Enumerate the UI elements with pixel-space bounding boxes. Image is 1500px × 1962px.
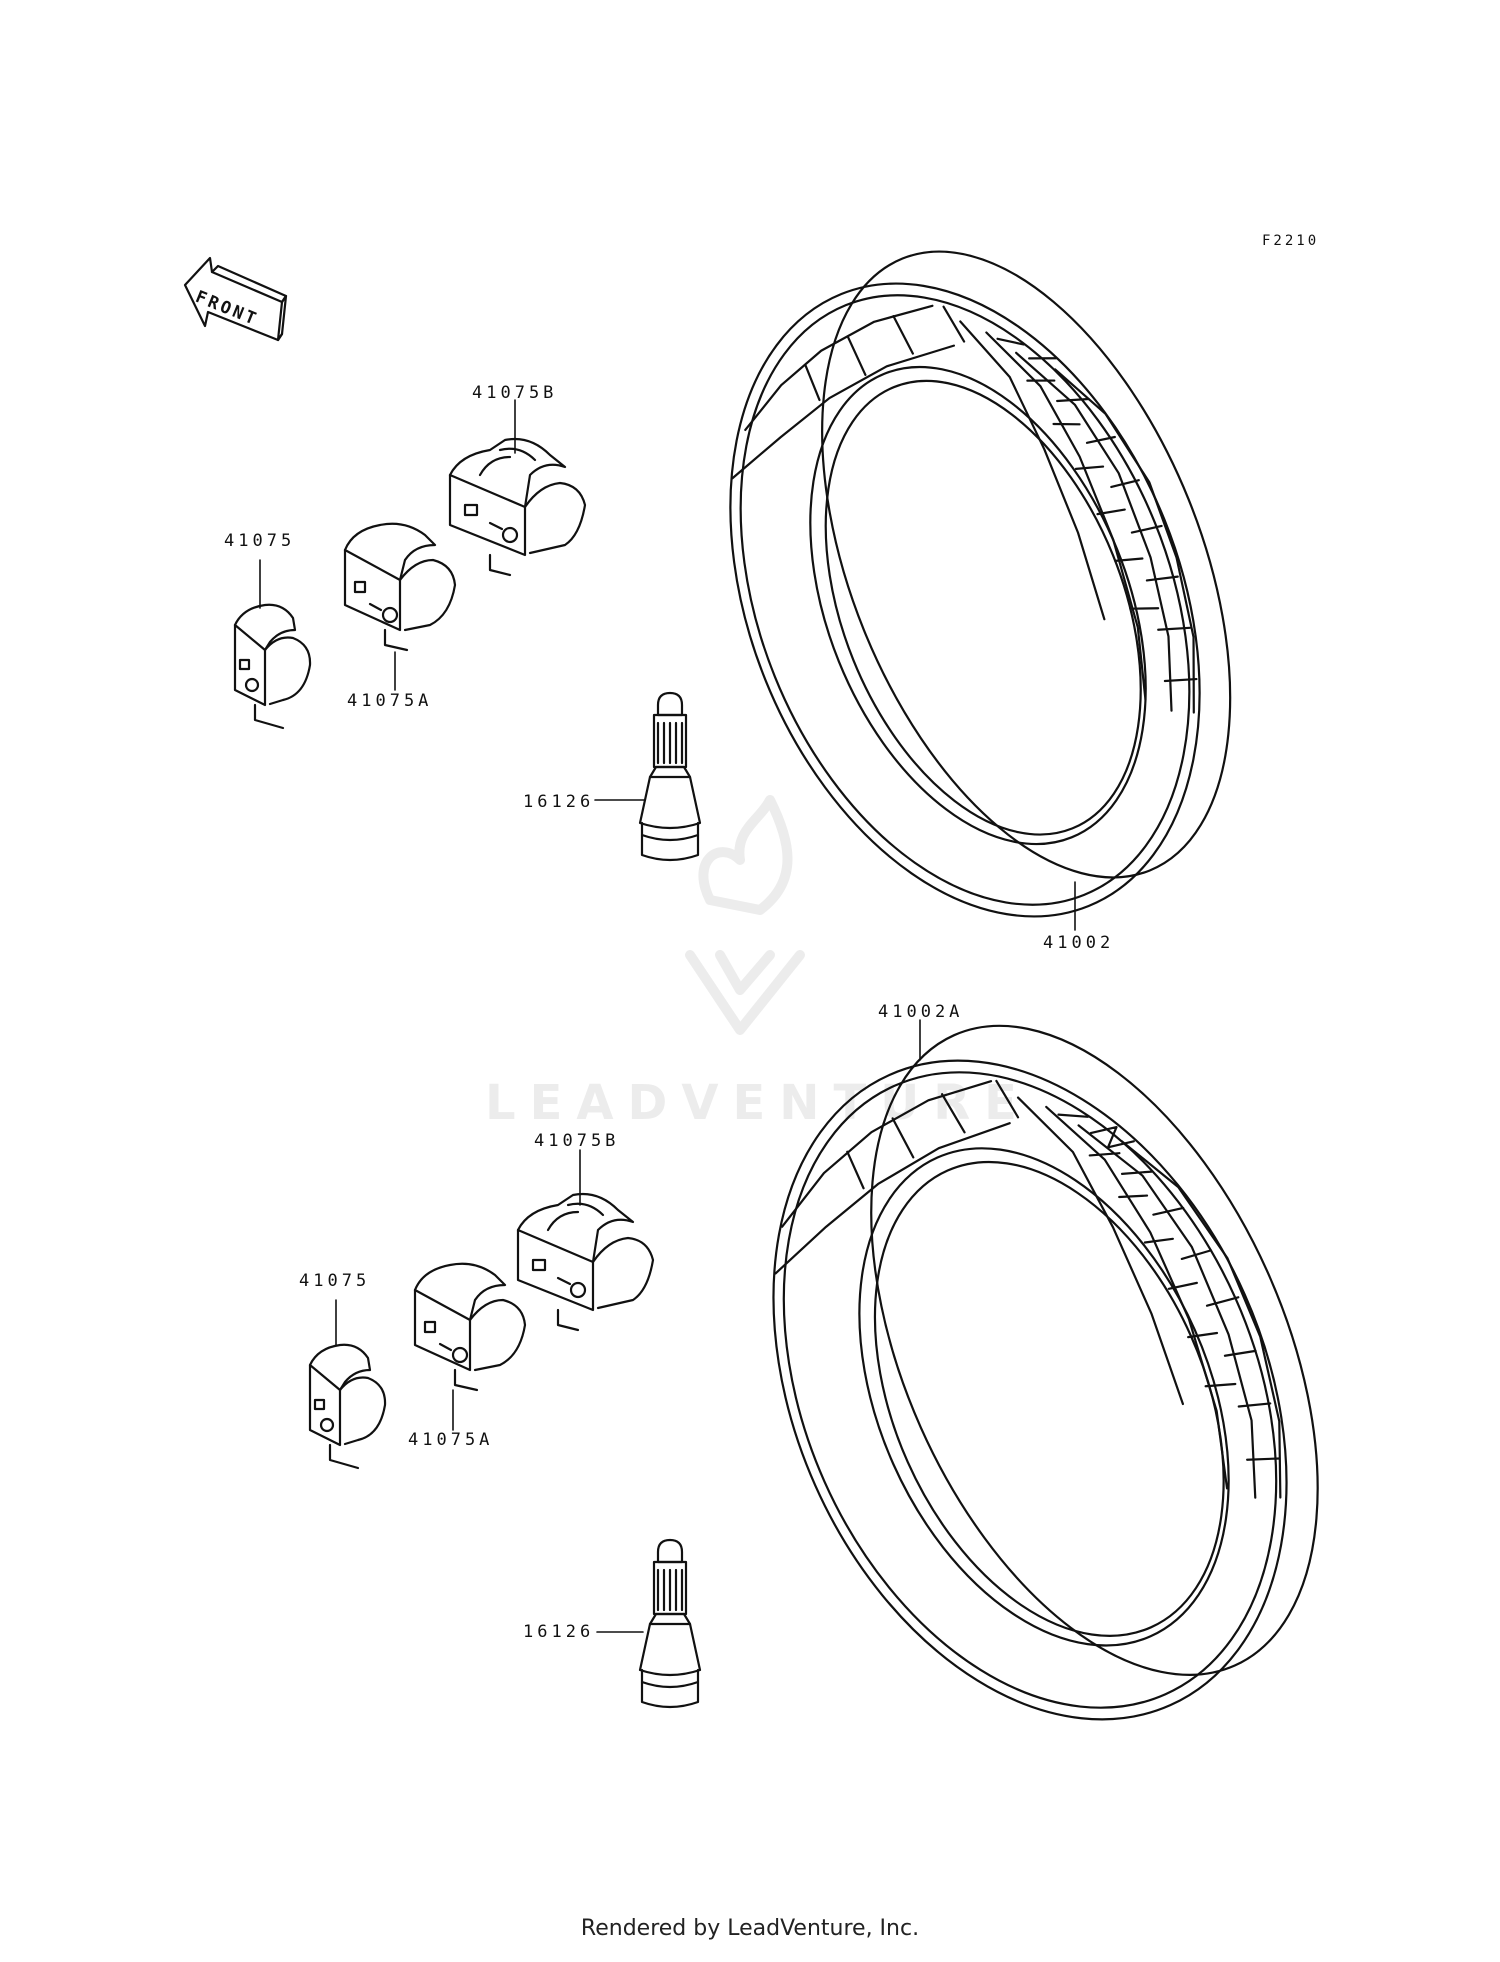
tire-41002-icon [729,250,1232,918]
label-41075a-lower: 41075A [408,1430,494,1450]
balance-weight-41075-upper-icon [233,603,312,730]
watermark-logo-icon [685,795,805,1035]
diagram-code: F2210 [1262,233,1320,249]
balance-weight-41075b-lower-icon [516,1192,655,1332]
balance-weight-41075a-lower-icon [413,1262,527,1392]
label-41075b-lower: 41075B [534,1131,620,1151]
tire-41002a-icon [772,1024,1319,1721]
label-41075-lower: 41075 [299,1271,371,1291]
label-16126-upper: 16126 [523,792,595,812]
balance-weight-41075-lower-icon [308,1343,387,1470]
label-41075-upper: 41075 [224,531,296,551]
leader-lines [259,399,1076,1633]
balance-weight-41075a-upper-icon [343,522,457,652]
front-arrow-icon [183,256,288,342]
label-41002: 41002 [1043,933,1115,953]
valve-stem-16126-lower-icon [638,1538,702,1709]
label-41075b-upper: 41075B [472,383,558,403]
footer-credit: Rendered by LeadVenture, Inc. [580,1916,920,1941]
balance-weight-41075b-upper-icon [448,437,587,577]
label-41075a-upper: 41075A [347,691,433,711]
watermark-text: LEADVENTURE [485,1075,1031,1131]
label-41002a: 41002A [878,1002,964,1022]
label-16126-lower: 16126 [523,1622,595,1642]
valve-stem-16126-upper-icon [638,691,702,862]
